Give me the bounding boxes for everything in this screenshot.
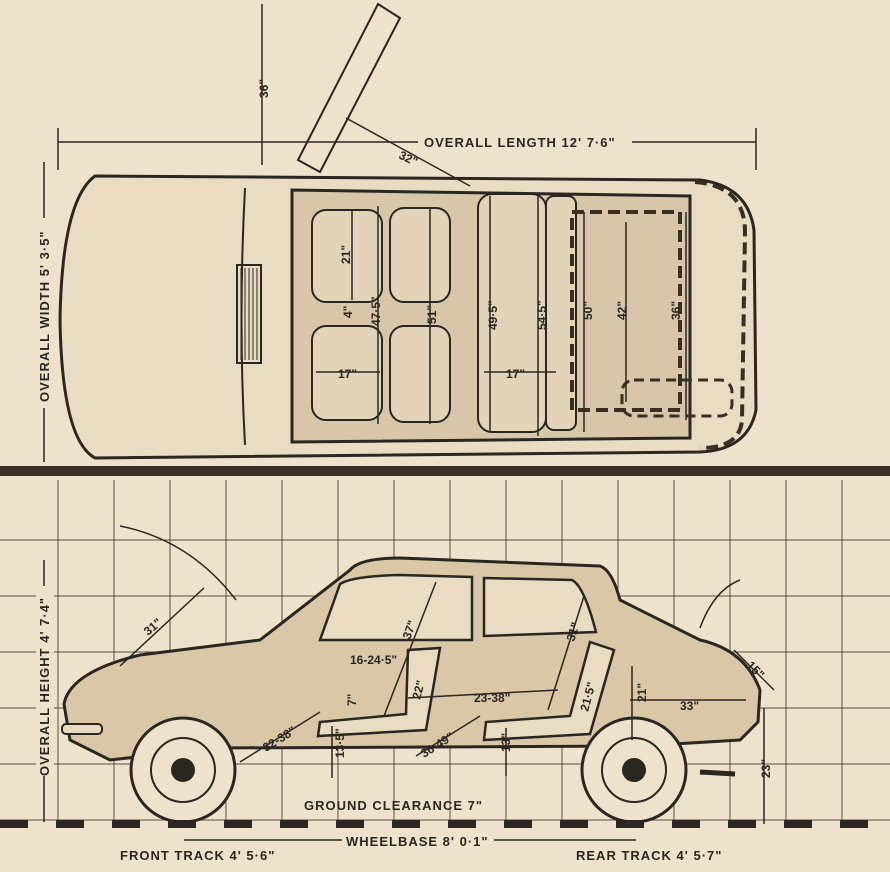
luggage-extension-outline (694, 180, 748, 450)
luggage-inner-label: 42" (615, 301, 629, 320)
overall-width-label: OVERALL WIDTH 5' 3·5" (37, 230, 52, 402)
boot-depth-label: 21" (635, 683, 649, 702)
rear-width-a-label: 49·5" (486, 300, 500, 330)
ground-scale-block (616, 820, 644, 828)
plan-view: OVERALL LENGTH 12' 7·6" OVERALL WIDTH 5'… (36, 2, 758, 462)
ground-scale-block (56, 820, 84, 828)
luggage-width-label: 50" (581, 301, 595, 320)
front-right-seat-cushion (311, 325, 383, 421)
front-gap-label: 4" (341, 306, 355, 318)
exhaust-pipe (699, 769, 736, 777)
ground-scale-block (784, 820, 812, 828)
front-bumper (61, 723, 103, 735)
grille-slats (240, 268, 258, 360)
spare-wheel-outline (620, 378, 734, 418)
rear-track-label: REAR TRACK 4' 5·7" (576, 848, 722, 863)
front-left-seat-back (389, 207, 451, 303)
overall-height-label: OVERALL HEIGHT 4' 7·4" (37, 597, 52, 776)
ground-clearance-label: GROUND CLEARANCE 7" (304, 798, 483, 813)
overall-length-label: OVERALL LENGTH 12' 7·6" (424, 135, 616, 150)
ground-scale (0, 820, 868, 828)
ground-scale-block (728, 820, 756, 828)
front-left-seat-cushion (311, 209, 383, 303)
rear-hub-center (622, 758, 646, 782)
front-window (318, 573, 474, 642)
side-view: OVERALL HEIGHT 4' 7·4" 31" 37" 31" 16-24… (0, 480, 890, 863)
front-seat-side (316, 646, 442, 738)
ground-scale-block (392, 820, 420, 828)
headroom-rear-label: 31" (564, 620, 583, 642)
boot-length-label: 33" (680, 699, 699, 713)
ground-scale-block (112, 820, 140, 828)
rear-seat-height-label: 13" (499, 733, 513, 752)
ground-scale-block (840, 820, 868, 828)
front-track-label: FRONT TRACK 4' 5·6" (120, 848, 275, 863)
headroom-front-label: 37" (400, 618, 420, 641)
boot-arc (699, 579, 741, 629)
ground-scale-block (504, 820, 532, 828)
front-leg-room-label: 47·5" (369, 296, 383, 326)
tailgate-height-label: 36" (257, 79, 271, 98)
front-right-seat-back (389, 325, 451, 423)
front-seat-depth-label: 21" (339, 245, 353, 264)
bonnet-arc (119, 525, 237, 601)
sill-height-label: 23" (759, 759, 773, 778)
ground-scale-block (336, 820, 364, 828)
front-seat-height-label: 13·5" (333, 728, 347, 758)
front-back-label: 22" (409, 679, 427, 701)
ground-scale-block (280, 820, 308, 828)
view-divider (0, 466, 890, 476)
rear-knee-room-label: 23-38" (474, 691, 510, 705)
front-cushion-span-label: 51" (425, 305, 439, 324)
tailgate-reach-label: 32" (397, 148, 420, 169)
rear-window (482, 576, 598, 638)
open-tailgate (296, 2, 402, 174)
wheelbase-label: WHEELBASE 8' 0·1" (346, 834, 489, 849)
front-seat-travel-label: 16-24·5" (350, 653, 397, 667)
bonnet-reach-label: 31" (141, 615, 165, 638)
tailgate-reach-dimension (345, 117, 471, 187)
bonnet-line (240, 187, 246, 446)
rear-seat-side (482, 640, 616, 742)
ground-scale-block (560, 820, 588, 828)
rear-width-b-label: 54·5" (535, 300, 549, 330)
front-cushion-height-label: 7" (345, 694, 359, 706)
front-seat-width-label: 17" (338, 367, 357, 381)
front-hub-center (171, 758, 195, 782)
ground-scale-block (448, 820, 476, 828)
ground-scale-block (672, 820, 700, 828)
rear-hubcap (601, 737, 667, 803)
ground-scale-block (168, 820, 196, 828)
front-hubcap (150, 737, 216, 803)
ground-scale-block (224, 820, 252, 828)
luggage-depth-label: 36" (669, 301, 683, 320)
rear-seat-width-label: 17" (506, 367, 525, 381)
air-grille (236, 264, 262, 364)
luggage-area-outline (570, 210, 682, 412)
ground-scale-block (0, 820, 28, 828)
